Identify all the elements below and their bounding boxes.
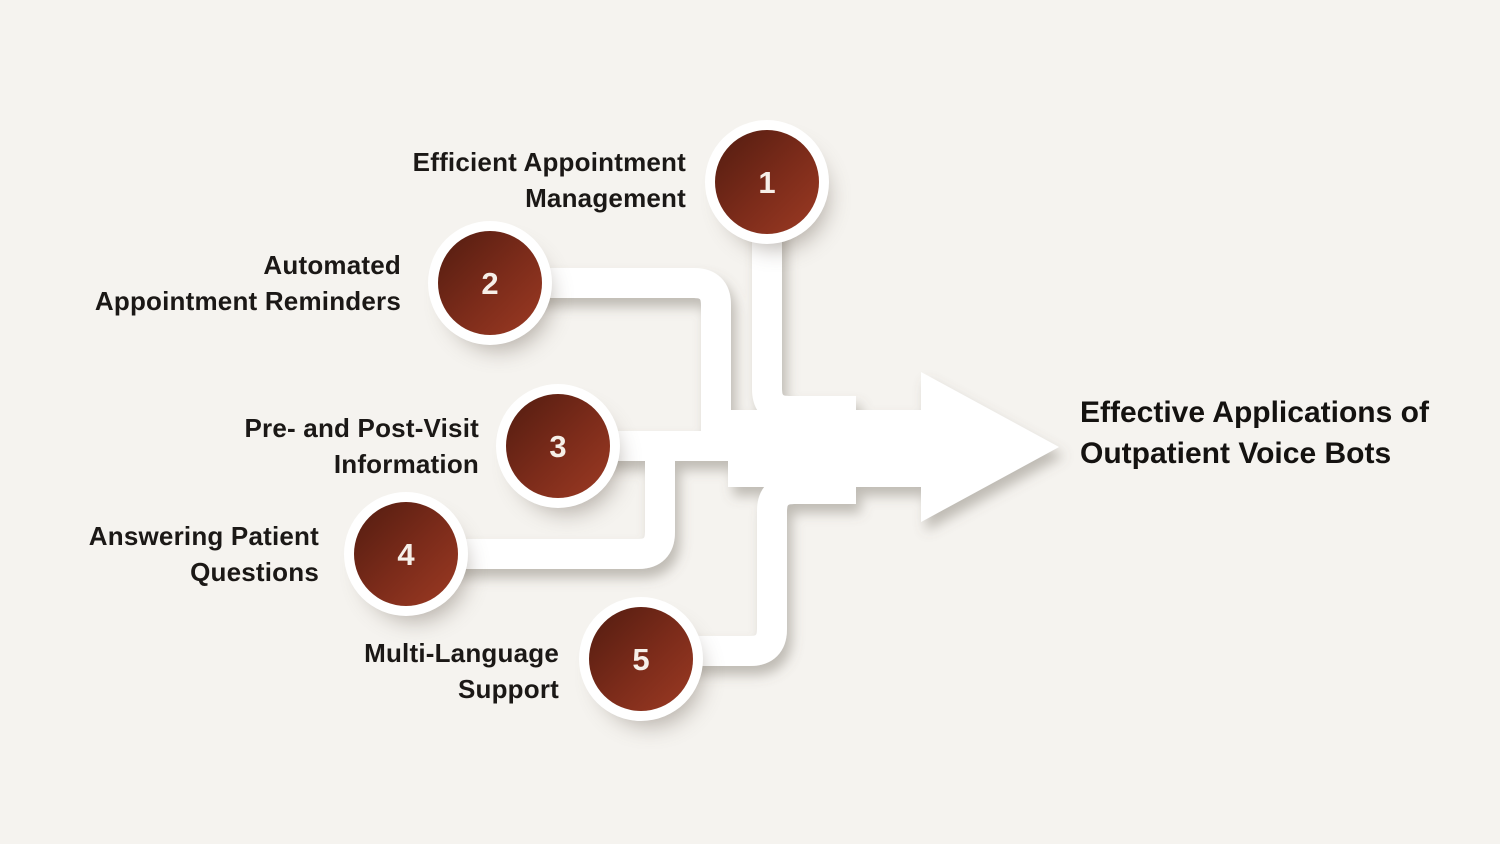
item-label-4: Answering Patient Questions [89, 518, 319, 590]
item-label-2-line1: Automated [263, 250, 401, 280]
item-label-3-line1: Pre- and Post-Visit [244, 413, 479, 443]
item-label-3: Pre- and Post-Visit Information [245, 410, 480, 482]
node-number-4: 4 [397, 536, 415, 572]
item-label-1-line2: Management [525, 183, 686, 213]
node-circle-3: 3 [506, 394, 610, 498]
node-number-5: 5 [632, 641, 650, 677]
connector-line-5 [646, 474, 856, 666]
item-label-2-line2: Appointment Reminders [94, 286, 401, 316]
arrow-icon [728, 372, 1059, 522]
item-label-5: Multi-Language Support [364, 635, 559, 707]
item-label-3-line2: Information [333, 449, 479, 479]
page-title: Effective Applications of Outpatient Voi… [1080, 396, 1429, 470]
item-label-2: Automated Appointment Reminders [95, 247, 401, 319]
item-label-4-line1: Answering Patient [88, 521, 319, 551]
item-label-4-line2: Questions [190, 557, 319, 587]
node-circle-5: 5 [589, 607, 693, 711]
node-circle-2: 2 [438, 231, 542, 335]
item-label-5-line1: Multi-Language [364, 638, 559, 668]
item-label-1-line1: Efficient Appointment [412, 147, 686, 177]
node-number-2: 2 [481, 265, 499, 301]
node-number-1: 1 [758, 164, 776, 200]
connector-line-2 [498, 268, 731, 446]
connector-line-4 [412, 452, 675, 569]
node-circle-4: 4 [354, 502, 458, 606]
node-number-3: 3 [549, 428, 567, 464]
node-circle-1: 1 [715, 130, 819, 234]
item-label-5-line2: Support [457, 674, 559, 704]
item-label-1: Efficient Appointment Management [413, 144, 686, 216]
